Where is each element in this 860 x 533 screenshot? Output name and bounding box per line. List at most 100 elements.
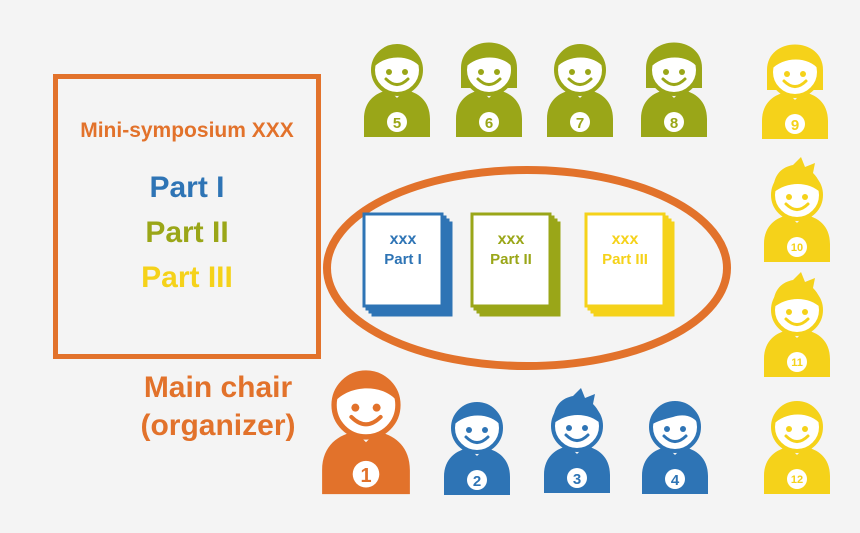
main-chair-label: Main chair (organizer) — [120, 369, 316, 445]
eye — [784, 71, 790, 77]
eye — [372, 403, 381, 412]
panel-title: Mini-symposium XXX — [80, 119, 294, 142]
smile — [661, 77, 687, 86]
number-badge — [467, 470, 487, 490]
smile — [564, 433, 590, 442]
eye — [582, 425, 588, 431]
eye — [494, 69, 500, 75]
person-number: 7 — [576, 115, 584, 132]
eye — [664, 426, 670, 432]
smile — [782, 79, 808, 88]
hair — [553, 388, 601, 424]
number-badge — [664, 112, 684, 132]
eye — [786, 426, 792, 432]
person-9: 9 — [762, 44, 828, 139]
hair — [373, 47, 421, 68]
document-page — [584, 212, 666, 308]
person-10: 10 — [764, 157, 830, 262]
eye — [351, 403, 360, 412]
document-subtitle: Part III — [602, 251, 648, 268]
person-5: 5 — [364, 44, 430, 137]
hair — [651, 404, 699, 425]
number-badge — [665, 469, 685, 489]
number-badge — [570, 112, 590, 132]
eye — [566, 425, 572, 431]
eye — [466, 427, 472, 433]
hair — [465, 47, 513, 68]
smile — [662, 434, 688, 443]
person-8: 8 — [641, 42, 707, 137]
document-page — [470, 212, 552, 308]
eye — [802, 426, 808, 432]
document-title: xxx — [498, 231, 525, 248]
smile — [784, 434, 810, 443]
panel-part-2: Part II — [145, 216, 229, 249]
panel-part-3: Part III — [141, 261, 233, 294]
eye — [800, 71, 806, 77]
number-badge — [567, 468, 587, 488]
person-number: 4 — [671, 472, 680, 489]
panel-part-1: Part I — [149, 171, 225, 204]
hair — [773, 157, 821, 193]
hair — [334, 374, 398, 403]
person-number: 5 — [393, 115, 401, 132]
hair — [773, 272, 821, 308]
person-1: 1 — [322, 370, 410, 495]
smile — [384, 77, 410, 86]
eye — [663, 69, 669, 75]
person-2: 2 — [444, 402, 510, 495]
eye — [680, 426, 686, 432]
smile — [476, 77, 502, 86]
eye — [802, 194, 808, 200]
document-subtitle: Part I — [384, 251, 422, 268]
main-chair-line1: Main chair — [143, 371, 293, 404]
eye — [679, 69, 685, 75]
document-title: xxx — [612, 231, 639, 248]
number-badge — [787, 352, 807, 372]
person-number: 1 — [360, 465, 371, 487]
person-number: 12 — [791, 474, 803, 486]
eye — [569, 69, 575, 75]
session-ellipse — [323, 166, 731, 370]
document-subtitle: Part II — [490, 251, 532, 268]
smile — [784, 317, 810, 326]
eye — [386, 69, 392, 75]
eye — [482, 427, 488, 433]
person-4: 4 — [642, 401, 708, 494]
hair — [771, 49, 819, 70]
person-7: 7 — [547, 44, 613, 137]
person-6: 6 — [456, 42, 522, 137]
number-badge — [787, 469, 807, 489]
eye — [478, 69, 484, 75]
number-badge — [479, 112, 499, 132]
smile — [784, 202, 810, 211]
eye — [786, 194, 792, 200]
number-badge — [352, 460, 380, 488]
person-3: 3 — [544, 388, 610, 493]
hair — [650, 47, 698, 68]
document-title: xxx — [390, 231, 417, 248]
document-page — [362, 212, 444, 308]
hair — [773, 404, 821, 425]
eye — [585, 69, 591, 75]
main-chair-line2: (organizer) — [140, 409, 296, 442]
smile — [567, 77, 593, 86]
eye — [402, 69, 408, 75]
person-number: 6 — [485, 115, 493, 132]
eye — [802, 309, 808, 315]
smile — [464, 435, 490, 444]
number-badge — [785, 114, 805, 134]
person-11: 11 — [764, 272, 830, 377]
hair — [556, 47, 604, 68]
person-12: 12 — [764, 401, 830, 494]
eye — [786, 309, 792, 315]
smile — [349, 414, 383, 427]
number-badge — [787, 237, 807, 257]
person-number: 3 — [573, 471, 581, 488]
person-number: 10 — [791, 242, 803, 254]
mini-symposium-panel: Mini-symposium XXX Part I Part II Part I… — [53, 74, 321, 359]
